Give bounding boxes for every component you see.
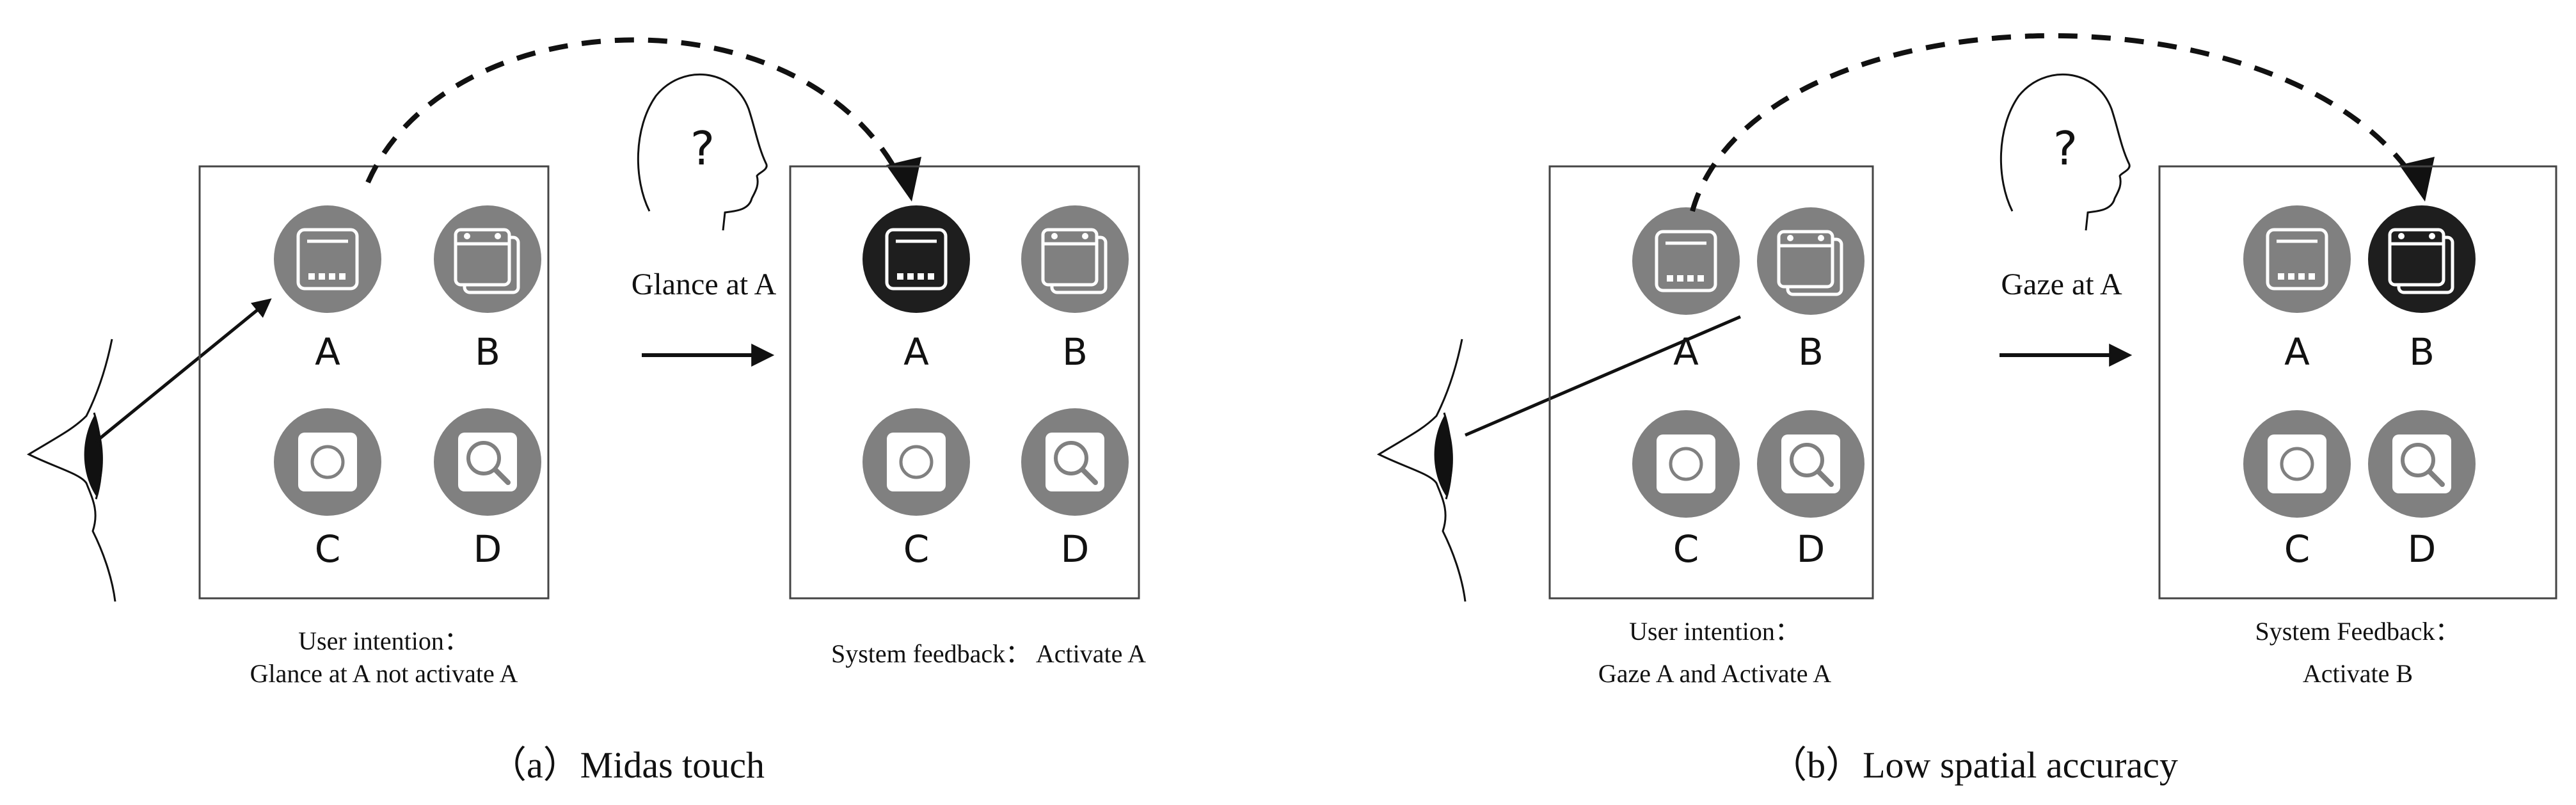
intention-line-1: User intention：	[1629, 617, 1801, 646]
icon-d: D	[1757, 410, 1864, 571]
icon-label-a: A	[903, 330, 929, 374]
icon-c: C	[2243, 410, 2351, 571]
question-mark: ?	[2053, 122, 2078, 175]
icon-label-c: C	[2284, 527, 2310, 571]
icon-b: B	[434, 205, 541, 374]
dashed-arrowhead	[2399, 157, 2435, 202]
icon-label-b: B	[1798, 330, 1824, 374]
icon-d: D	[434, 408, 541, 571]
dashed-arrowhead	[886, 157, 921, 202]
screen-box-feedback	[789, 165, 1140, 600]
gaze-arrow	[95, 298, 272, 443]
icon-c: C	[863, 408, 970, 571]
screen-box-feedback	[2158, 165, 2557, 600]
icon-label-a: A	[2284, 330, 2310, 374]
icon-a-activated: A	[863, 205, 970, 374]
panel-caption: （b）Low spatial accuracy	[1770, 744, 2178, 786]
action-label: Glance at A	[632, 267, 777, 301]
icon-c: C	[274, 408, 381, 571]
icon-label-d: D	[2408, 527, 2437, 571]
icon-label-a: A	[1673, 330, 1699, 374]
panel-b: A B C D ? Gaze at A A	[1378, 33, 2557, 786]
icon-c: C	[1632, 410, 1740, 571]
icon-b: B	[1021, 205, 1129, 374]
intention-line-2: Gaze A and Activate A	[1598, 659, 1831, 688]
icon-label-b: B	[1062, 330, 1088, 374]
icon-label-d: D	[473, 527, 502, 571]
icon-label-c: C	[903, 527, 930, 571]
icon-label-b: B	[475, 330, 500, 374]
icon-label-a: A	[315, 330, 340, 374]
dashed-link-arrow	[1690, 33, 2415, 212]
dashed-link-arrow	[365, 37, 902, 184]
icon-b: B	[1757, 207, 1864, 374]
feedback-line-2: Activate B	[2303, 659, 2413, 688]
icon-a: A	[274, 205, 381, 374]
feedback-line-1: System Feedback：	[2255, 617, 2460, 646]
question-mark: ?	[690, 122, 715, 175]
panel-caption: （a）Midas touch	[489, 744, 765, 786]
icon-d: D	[2368, 410, 2476, 571]
icon-a: A	[2243, 205, 2351, 374]
intention-line-1: User intention：	[298, 626, 470, 655]
panel-a: A B C D ? Glance at A	[28, 37, 1146, 786]
feedback-line-1: System feedback： Activate A	[831, 639, 1146, 668]
icon-b-activated: B	[2368, 205, 2476, 374]
icon-label-c: C	[315, 527, 341, 571]
icon-label-b: B	[2409, 330, 2435, 374]
eye-profile-icon	[1378, 338, 1467, 603]
gaze-line	[1465, 315, 1741, 437]
intention-line-2: Glance at A not activate A	[250, 659, 518, 688]
eye-profile-icon	[28, 338, 116, 603]
icon-d: D	[1021, 408, 1129, 571]
action-label: Gaze at A	[2001, 267, 2122, 301]
icon-a: A	[1632, 207, 1740, 374]
icon-label-c: C	[1673, 527, 1699, 571]
icon-label-d: D	[1797, 527, 1825, 571]
icon-label-d: D	[1061, 527, 1090, 571]
